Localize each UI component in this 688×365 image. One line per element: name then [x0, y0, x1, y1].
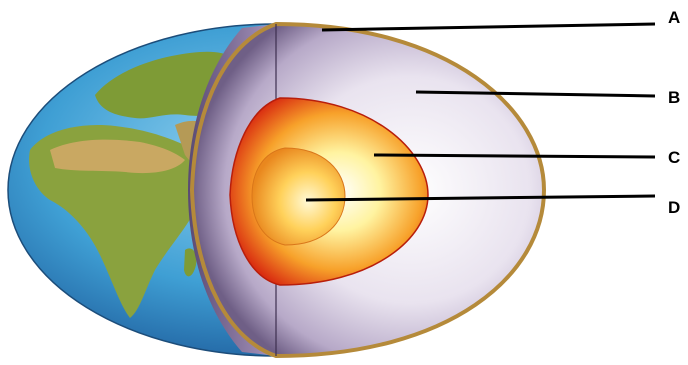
label-b: B: [668, 89, 680, 106]
label-a: A: [668, 9, 680, 26]
label-c: C: [668, 149, 680, 166]
leader-line-a: [322, 24, 655, 30]
leader-line-c: [374, 155, 655, 157]
label-d: D: [668, 199, 680, 216]
